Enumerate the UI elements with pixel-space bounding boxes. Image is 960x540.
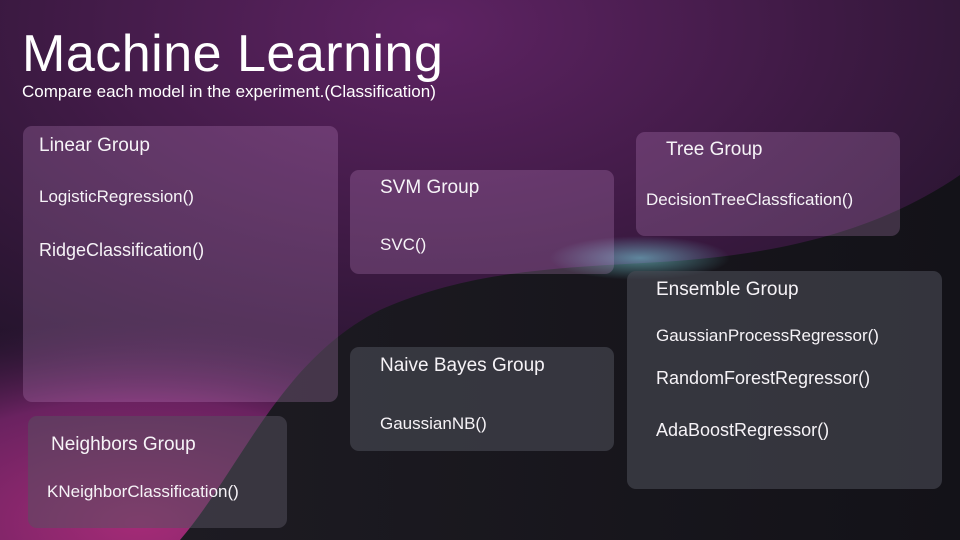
neighbors-group-card [28, 416, 287, 528]
ensemble-group-item-adaboost: AdaBoostRegressor() [656, 420, 830, 440]
tree-group-title: Tree Group [666, 139, 763, 160]
ensemble-group-item-gaussian-process: GaussianProcessRegressor() [656, 326, 879, 345]
tree-group-card [636, 132, 900, 236]
linear-group-item-ridge: RidgeClassification() [39, 240, 205, 260]
neighbors-group-title: Neighbors Group [51, 434, 196, 455]
ensemble-group-card [627, 271, 942, 489]
tree-group-item-decision-tree: DecisionTreeClassfication() [646, 190, 854, 209]
linear-group-title: Linear Group [39, 135, 150, 156]
svm-group-card [350, 170, 614, 274]
svm-group-item-svc: SVC() [380, 235, 427, 254]
cyan-glow [550, 236, 730, 280]
neighbors-group-item-kneighbors: KNeighborClassification() [47, 482, 239, 501]
slide-title: Machine Learning [22, 25, 444, 83]
linear-group-item-logistic: LogisticRegression() [39, 187, 194, 206]
svm-group-title: SVM Group [380, 177, 480, 198]
naive-bayes-group-title: Naive Bayes Group [380, 355, 545, 376]
ensemble-group-title: Ensemble Group [656, 279, 799, 300]
slide-subtitle: Compare each model in the experiment.(Cl… [22, 82, 436, 101]
naive-bayes-group-item-gaussian-nb: GaussianNB() [380, 414, 487, 433]
linear-group-card [23, 126, 338, 402]
naive-bayes-group-card [350, 347, 614, 451]
ensemble-group-item-random-forest: RandomForestRegressor() [656, 368, 871, 388]
